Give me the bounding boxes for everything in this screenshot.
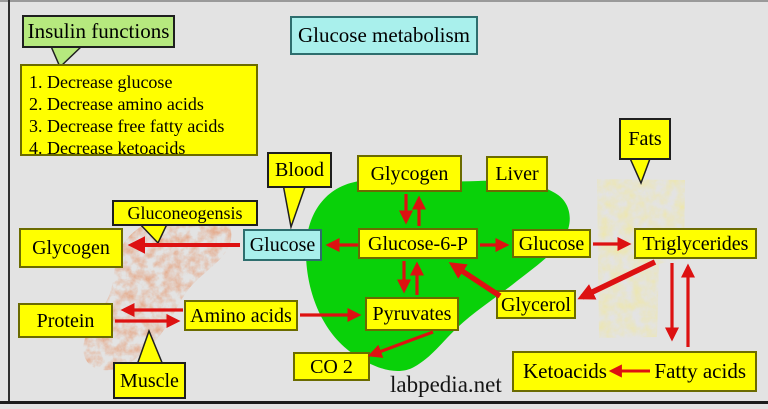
insulin-functions-list: 1. Decrease glucose 2. Decrease amino ac… [20,64,258,158]
watermark: labpedia.net [390,372,502,397]
fatty-acids-label: Fatty acids [654,359,746,383]
muscle-callout: Muscle [113,362,186,399]
arrow-triglycerides-to-glycerol [577,259,657,300]
node-pyruvates: Pyruvates [365,297,459,331]
node-glucose-6-p: Glucose-6-P [358,228,478,259]
blood-callout: Blood [267,152,332,188]
frame-left-line [8,0,10,403]
node-ketoacids-fatty-acids: Ketoacids Fatty acids [512,351,757,392]
muscle-callout-tail [135,328,165,366]
liver-shape [305,179,570,372]
frame-top-line [0,0,768,2]
node-triglycerides: Triglycerides [634,228,757,259]
arrow-pyruvates-to-co2 [367,330,434,358]
node-co2: CO 2 [293,352,370,381]
node-glucose-right: Glucose [512,229,591,258]
node-amino-acids: Amino acids [184,300,298,331]
insulin-item-2: 2. Decrease amino acids [29,94,204,114]
insulin-item-1: 1. Decrease glucose [29,72,173,92]
insulin-functions-label: Insulin functions [27,19,170,43]
diagram-title: Glucose metabolism [290,16,478,55]
liver-label: Liver [486,156,548,192]
node-protein: Protein [18,303,113,338]
fats-callout-tail [627,155,653,185]
node-glycogen-muscle: Glycogen [19,228,123,268]
ketoacids-label: Ketoacids [523,359,607,383]
node-glucose-blood: Glucose [243,229,322,261]
node-glycerol: Glycerol [496,290,576,319]
arrow-glycerol-to-g6p [448,262,502,299]
insulin-functions-callout: Insulin functions [22,15,175,48]
insulin-item-4: 4. Decrease ketoacids [29,138,186,158]
frame-bottom-line [0,401,768,404]
gluconeogensis-callout: Gluconeogensis [112,200,258,226]
insulin-item-3: 3. Decrease free fatty acids [29,116,225,136]
blood-callout-tail [282,183,308,230]
fats-callout: Fats [619,118,671,160]
node-glycogen-liver: Glycogen [357,155,462,192]
